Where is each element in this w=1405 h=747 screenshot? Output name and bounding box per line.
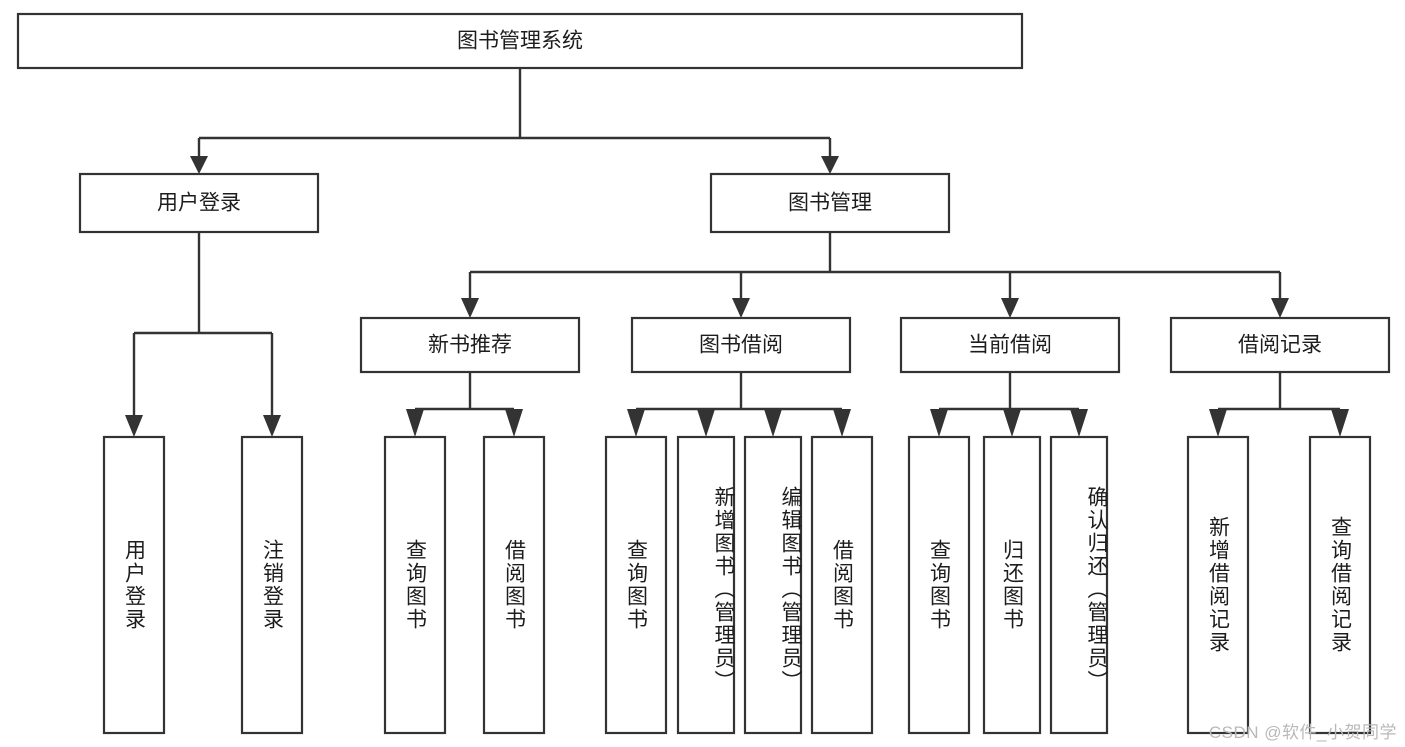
edge-group-user-login	[125, 232, 281, 437]
arrow-head-icon	[1003, 409, 1021, 437]
leaf-node-rect-group	[102, 435, 1372, 735]
node-box-leaf[interactable]	[240, 435, 304, 735]
node-book-borrow[interactable]: 图书借阅	[630, 316, 852, 374]
node-box-leaf[interactable]	[810, 435, 874, 735]
node-root[interactable]: 图书管理系统	[16, 12, 1024, 70]
edge-group-current-borrow	[930, 372, 1088, 437]
arrow-head-icon	[263, 415, 281, 437]
node-current-borrow[interactable]: 当前借阅	[899, 316, 1121, 374]
arrow-head-icon	[930, 409, 948, 437]
watermark-text: CSDN @软件_小贺同学	[1208, 723, 1397, 742]
node-label-root: 图书管理系统	[457, 30, 583, 53]
arrow-head-icon	[833, 409, 851, 437]
node-new-book-recommend[interactable]: 新书推荐	[359, 316, 581, 374]
node-label-current-borrow: 当前借阅	[968, 334, 1052, 357]
arrow-head-icon	[190, 156, 208, 174]
arrow-head-icon	[627, 409, 645, 437]
arrow-head-icon	[732, 298, 750, 318]
arrow-head-icon	[505, 409, 523, 437]
node-box-current-borrow[interactable]	[899, 316, 1121, 374]
node-box-new-book-recommend[interactable]	[359, 316, 581, 374]
edge-group-borrow	[627, 372, 851, 437]
node-user-login[interactable]: 用户登录	[78, 172, 320, 234]
node-borrow-record[interactable]: 借阅记录	[1169, 316, 1391, 374]
arrow-head-icon	[1271, 298, 1289, 318]
edge-group-new-book	[406, 372, 523, 437]
node-box-leaf[interactable]	[1049, 435, 1109, 735]
node-label-new-book-recommend: 新书推荐	[428, 334, 512, 357]
arrow-head-icon	[1001, 298, 1019, 318]
node-box-leaf[interactable]	[482, 435, 546, 735]
arrow-head-icon	[461, 298, 479, 318]
node-box-book-borrow[interactable]	[630, 316, 852, 374]
edge-group-book-mgmt	[461, 232, 1289, 318]
arrow-head-icon	[125, 415, 143, 437]
node-book-management[interactable]: 图书管理	[709, 172, 951, 234]
node-box-leaf[interactable]	[743, 435, 803, 735]
node-box-leaf[interactable]	[604, 435, 668, 735]
node-label-user-login: 用户登录	[157, 192, 241, 215]
node-box-leaf[interactable]	[1308, 435, 1372, 735]
arrow-head-icon	[697, 409, 715, 437]
edge-group-root	[190, 68, 839, 174]
node-label-borrow-record: 借阅记录	[1238, 334, 1322, 357]
edge-group-borrow-record	[1209, 372, 1349, 437]
node-box-borrow-record[interactable]	[1169, 316, 1391, 374]
node-box-leaf[interactable]	[383, 435, 447, 735]
arrow-head-icon	[1209, 409, 1227, 437]
node-box-leaf[interactable]	[676, 435, 736, 735]
node-box-leaf[interactable]	[982, 435, 1042, 735]
node-box-book-management[interactable]	[709, 172, 951, 234]
node-box-leaf[interactable]	[907, 435, 971, 735]
arrow-head-icon	[1070, 409, 1088, 437]
arrow-head-icon	[821, 156, 839, 174]
node-label-book-borrow: 图书借阅	[699, 334, 783, 357]
node-box-leaf[interactable]	[102, 435, 166, 735]
arrow-head-icon	[1331, 409, 1349, 437]
node-box-user-login[interactable]	[78, 172, 320, 234]
node-label-book-management: 图书管理	[788, 192, 872, 215]
arrow-head-icon	[764, 409, 782, 437]
arrow-head-icon	[406, 409, 424, 437]
node-box-root[interactable]	[16, 12, 1024, 70]
node-box-leaf[interactable]	[1186, 435, 1250, 735]
